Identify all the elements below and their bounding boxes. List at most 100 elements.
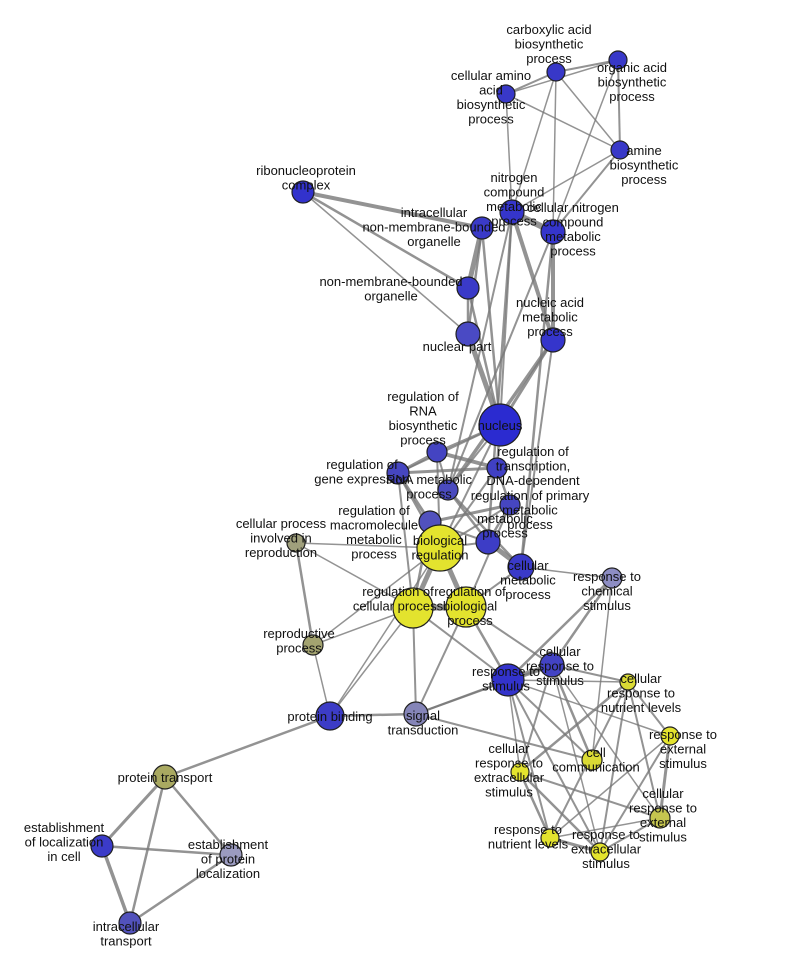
node-regRNABio[interactable] [426, 441, 448, 463]
node-respChemical[interactable] [601, 567, 623, 589]
node-nucleus[interactable] [478, 403, 522, 447]
node-cellCommunication[interactable] [581, 749, 603, 771]
edge-signalTransduction-cellCommunication [415, 713, 593, 761]
node-regPrimaryMet[interactable] [499, 494, 521, 516]
node-proteinBinding[interactable] [315, 701, 345, 731]
edge-regTranscription-regGeneExpr [397, 466, 498, 475]
node-bioRegulation[interactable] [416, 524, 464, 572]
node-regGeneExpr[interactable] [386, 461, 410, 485]
node-cellNitrogen[interactable] [540, 219, 566, 245]
edge-cellNitrogen-cellMetabolic [519, 231, 555, 568]
edge-ribonucleo-intraNMBOrganelle [302, 190, 483, 230]
edge-cellRespStimulus-respChemical [550, 577, 614, 666]
node-cellProcReproduction[interactable] [286, 533, 306, 553]
edge-carboxylic-nitrogenCompound [511, 71, 557, 213]
edge-signalTransduction-cellRespStimulus [415, 664, 553, 715]
edge-cellRespStimulus-cellRespExtracell [519, 664, 553, 773]
node-cellRespStimulus[interactable] [539, 652, 565, 678]
edge-cellProcReproduction-reproductiveProcess [294, 542, 315, 646]
node-cellRespNutrient[interactable] [619, 673, 637, 691]
edge-bioRegulation-proteinBinding [329, 547, 441, 717]
edge-respStimulus-cellRespNutrient [507, 679, 629, 683]
edge-respChemical-cellMetabolic [520, 566, 613, 579]
node-nucleicAcid[interactable] [540, 327, 566, 353]
node-carboxylic[interactable] [546, 62, 566, 82]
node-regBioProcess[interactable] [445, 586, 487, 628]
node-rnaMetabolic[interactable] [437, 479, 459, 501]
edge-estLocalizationCell-intracellTransport [100, 845, 132, 924]
node-cellMetabolic[interactable] [507, 553, 535, 581]
edge-respExtracell-cellRespExternal [599, 817, 661, 853]
edge-ribonucleo-nmbOrganelle [302, 190, 469, 290]
edge-ribonucleo-nuclearPart [302, 191, 469, 335]
edge-amine-nitrogenCompound [511, 149, 621, 213]
edge-cellProcReproduction-regCellProcess [295, 542, 414, 609]
nodes-layer [90, 50, 680, 935]
node-intraNMBOrganelle[interactable] [470, 216, 494, 240]
node-estProteinLocalization[interactable] [219, 843, 243, 867]
node-cellAmino[interactable] [496, 84, 516, 104]
node-cellRespExtracell[interactable] [510, 762, 530, 782]
node-metabolicProcess[interactable] [475, 529, 501, 555]
node-estLocalizationCell[interactable] [90, 834, 114, 858]
edge-estProteinLocalization-intracellTransport [129, 853, 232, 925]
edge-respStimulus-respExternal [507, 679, 671, 737]
node-intracellTransport[interactable] [118, 911, 142, 935]
edge-respExternal-respExtracell [599, 735, 671, 853]
edge-respExternal-cellRespExternal [658, 735, 672, 819]
node-respExtracell[interactable] [590, 842, 610, 862]
edge-organicAcid-cellNitrogen [552, 59, 619, 233]
node-nitrogenCompound[interactable] [499, 199, 525, 225]
edge-respStimulus-respNutrient [507, 679, 551, 839]
edge-cellCommunication-respChemical [591, 577, 613, 761]
node-respNutrient[interactable] [540, 828, 560, 848]
edges-layer [100, 59, 672, 925]
edge-respStimulus-respChemical [507, 577, 613, 681]
node-organicAcid[interactable] [608, 50, 628, 70]
node-respExternal[interactable] [660, 726, 680, 746]
node-reproductiveProcess[interactable] [302, 634, 324, 656]
node-signalTransduction[interactable] [403, 701, 429, 727]
edge-cellRespNutrient-respExtracell [599, 681, 629, 853]
node-cellRespExternal[interactable] [649, 807, 671, 829]
node-regCellProcess[interactable] [392, 587, 434, 629]
edge-reproductiveProcess-bioRegulation [312, 547, 441, 646]
edge-cellRespNutrient-cellRespExternal [627, 681, 661, 819]
edge-nmbOrganelle-nucleus [466, 287, 502, 426]
edge-cellRespExtracell-respNutrient [518, 771, 552, 839]
edge-nucleicAcid-cellMetabolic [520, 339, 554, 568]
edge-cellAmino-amine [505, 93, 621, 151]
edge-cellProcReproduction-bioRegulation [295, 542, 441, 549]
node-nuclearPart[interactable] [455, 321, 481, 347]
edge-cellRespNutrient-cellRespExtracell [519, 681, 629, 773]
node-ribonucleo[interactable] [291, 180, 315, 204]
edge-nitrogenCompound-nucleicAcid [510, 211, 555, 341]
node-nmbOrganelle[interactable] [456, 276, 480, 300]
edge-proteinTransport-estLocalizationCell [100, 775, 167, 848]
edge-respStimulus-respExtracell [507, 679, 601, 853]
edge-proteinTransport-estProteinLocalization [164, 776, 232, 856]
edge-cellAmino-nitrogenCompound [505, 93, 513, 213]
edge-carboxylic-organicAcid [555, 59, 619, 73]
node-respStimulus[interactable] [491, 663, 525, 697]
node-regTranscription[interactable] [486, 457, 508, 479]
edge-respNutrient-cellRespExternal [549, 817, 661, 839]
edge-intraNMBOrganelle-nucleus [480, 227, 502, 426]
edge-estLocalizationCell-estProteinLocalization [101, 844, 232, 857]
edge-rnaMetabolic-cellMetabolic [447, 489, 522, 568]
edge-regGeneExpr-regCellProcess [397, 472, 414, 609]
edge-nitrogenCompound-nucleus [499, 211, 513, 426]
edge-cellRespStimulus-cellRespNutrient [551, 664, 629, 683]
edge-cellRespStimulus-respExtracell [551, 664, 601, 853]
node-amine[interactable] [610, 140, 630, 160]
edge-amine-cellNitrogen [552, 149, 621, 233]
node-proteinTransport[interactable] [152, 764, 178, 790]
